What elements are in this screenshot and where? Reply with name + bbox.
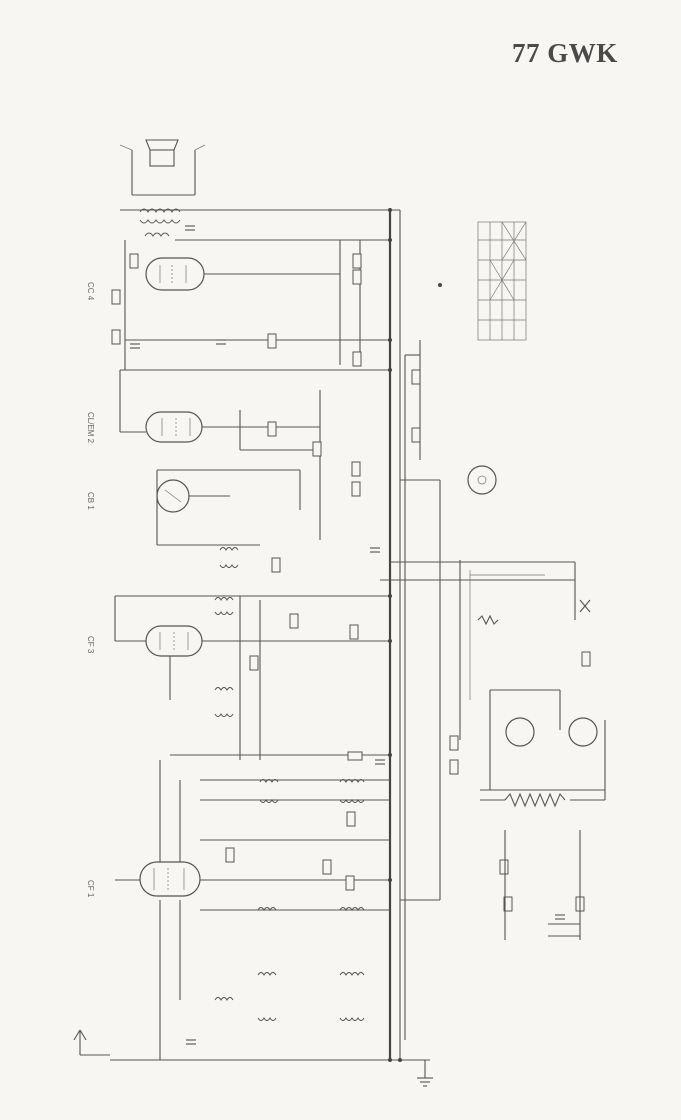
power-section xyxy=(380,340,606,940)
tube-cf3-label: CF 3 xyxy=(86,636,95,654)
junction-dots xyxy=(388,208,442,1062)
tube-clem2-label: CL/EM 2 xyxy=(86,412,95,444)
loudspeaker-symbol xyxy=(119,139,206,196)
tube-cb1 xyxy=(156,469,301,546)
tube-cf3 xyxy=(114,595,390,760)
tube-cf1 xyxy=(115,760,390,1060)
tube-cb1-label: CB 1 xyxy=(86,492,95,510)
rf-coils xyxy=(214,547,365,1021)
tube-cc4 xyxy=(124,239,390,370)
capacitors xyxy=(130,225,565,1045)
ground-symbol xyxy=(417,1060,433,1087)
supply-rails xyxy=(110,209,430,1061)
resistors xyxy=(111,253,591,912)
output-transformer xyxy=(120,208,205,237)
tube-socket-diagram xyxy=(467,465,497,495)
antenna-symbol xyxy=(73,1029,110,1056)
tube-cc4-label: CC 4 xyxy=(86,282,95,301)
switch-table xyxy=(477,221,527,341)
model-title: 77 GWK xyxy=(512,38,618,68)
tube-cf1-label: CF 1 xyxy=(86,880,95,898)
tube-clem2 xyxy=(119,369,390,540)
